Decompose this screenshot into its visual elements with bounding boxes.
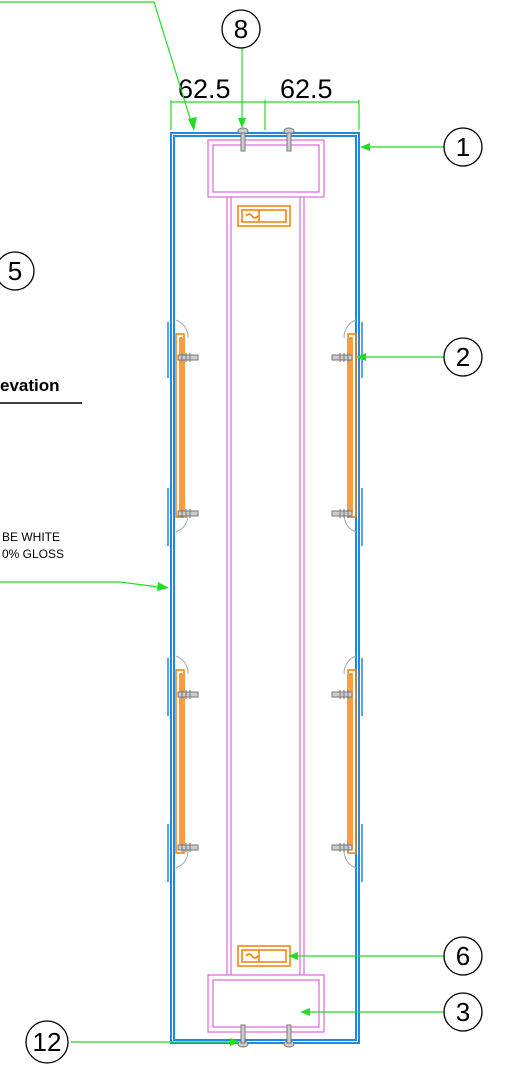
side-strips bbox=[167, 322, 363, 882]
screw-right-3 bbox=[331, 690, 353, 699]
screw-right-2 bbox=[331, 509, 353, 518]
bottom-bracket bbox=[237, 945, 291, 967]
finish-note-line-1: BE WHITE bbox=[2, 530, 60, 544]
outer-frame bbox=[170, 132, 360, 1044]
top-bracket bbox=[237, 205, 291, 227]
top-screw-right bbox=[283, 127, 295, 152]
svg-text:6: 6 bbox=[456, 941, 470, 971]
side-screws bbox=[177, 353, 353, 852]
leader-arrowheads bbox=[157, 117, 370, 1046]
callout-1: 1 bbox=[443, 127, 483, 167]
hinge-arcs bbox=[175, 319, 357, 869]
svg-text:5: 5 bbox=[8, 256, 22, 286]
callout-5: 5 bbox=[0, 251, 35, 291]
dimension-right: 62.5 bbox=[280, 74, 333, 104]
left-hinge-bracket-upper bbox=[175, 333, 185, 518]
bottom-screw-right bbox=[283, 1024, 295, 1048]
screw-right-4 bbox=[331, 843, 353, 852]
leader-top-left bbox=[0, 1, 194, 129]
svg-text:12: 12 bbox=[33, 1027, 62, 1057]
screw-left-2 bbox=[177, 509, 199, 518]
finish-note-line-2: 0% GLOSS bbox=[2, 547, 64, 561]
dimension-lines bbox=[170, 100, 360, 130]
callout-2: 2 bbox=[443, 337, 483, 377]
bottom-screws bbox=[237, 1024, 295, 1048]
bottom-screw-left bbox=[237, 1024, 249, 1048]
section-title: evation bbox=[0, 376, 60, 395]
svg-text:2: 2 bbox=[456, 342, 470, 372]
leader-note bbox=[0, 581, 167, 589]
callout-6: 6 bbox=[443, 936, 483, 976]
screw-left-1 bbox=[177, 353, 199, 362]
top-screw-left bbox=[237, 127, 249, 152]
screw-left-3 bbox=[177, 690, 199, 699]
screw-right-1 bbox=[331, 353, 353, 362]
dimension-left: 62.5 bbox=[178, 74, 231, 104]
callout-12: 12 bbox=[25, 1020, 69, 1064]
screw-left-4 bbox=[177, 843, 199, 852]
inner-panel bbox=[207, 139, 325, 1033]
leader-lines bbox=[0, 1, 444, 1043]
svg-text:1: 1 bbox=[456, 132, 470, 162]
callout-8: 8 bbox=[221, 9, 261, 49]
top-screws bbox=[237, 127, 295, 152]
svg-text:3: 3 bbox=[456, 997, 470, 1027]
right-hinge-bracket-upper bbox=[347, 333, 357, 518]
callout-3: 3 bbox=[443, 992, 483, 1032]
svg-text:8: 8 bbox=[234, 14, 248, 44]
